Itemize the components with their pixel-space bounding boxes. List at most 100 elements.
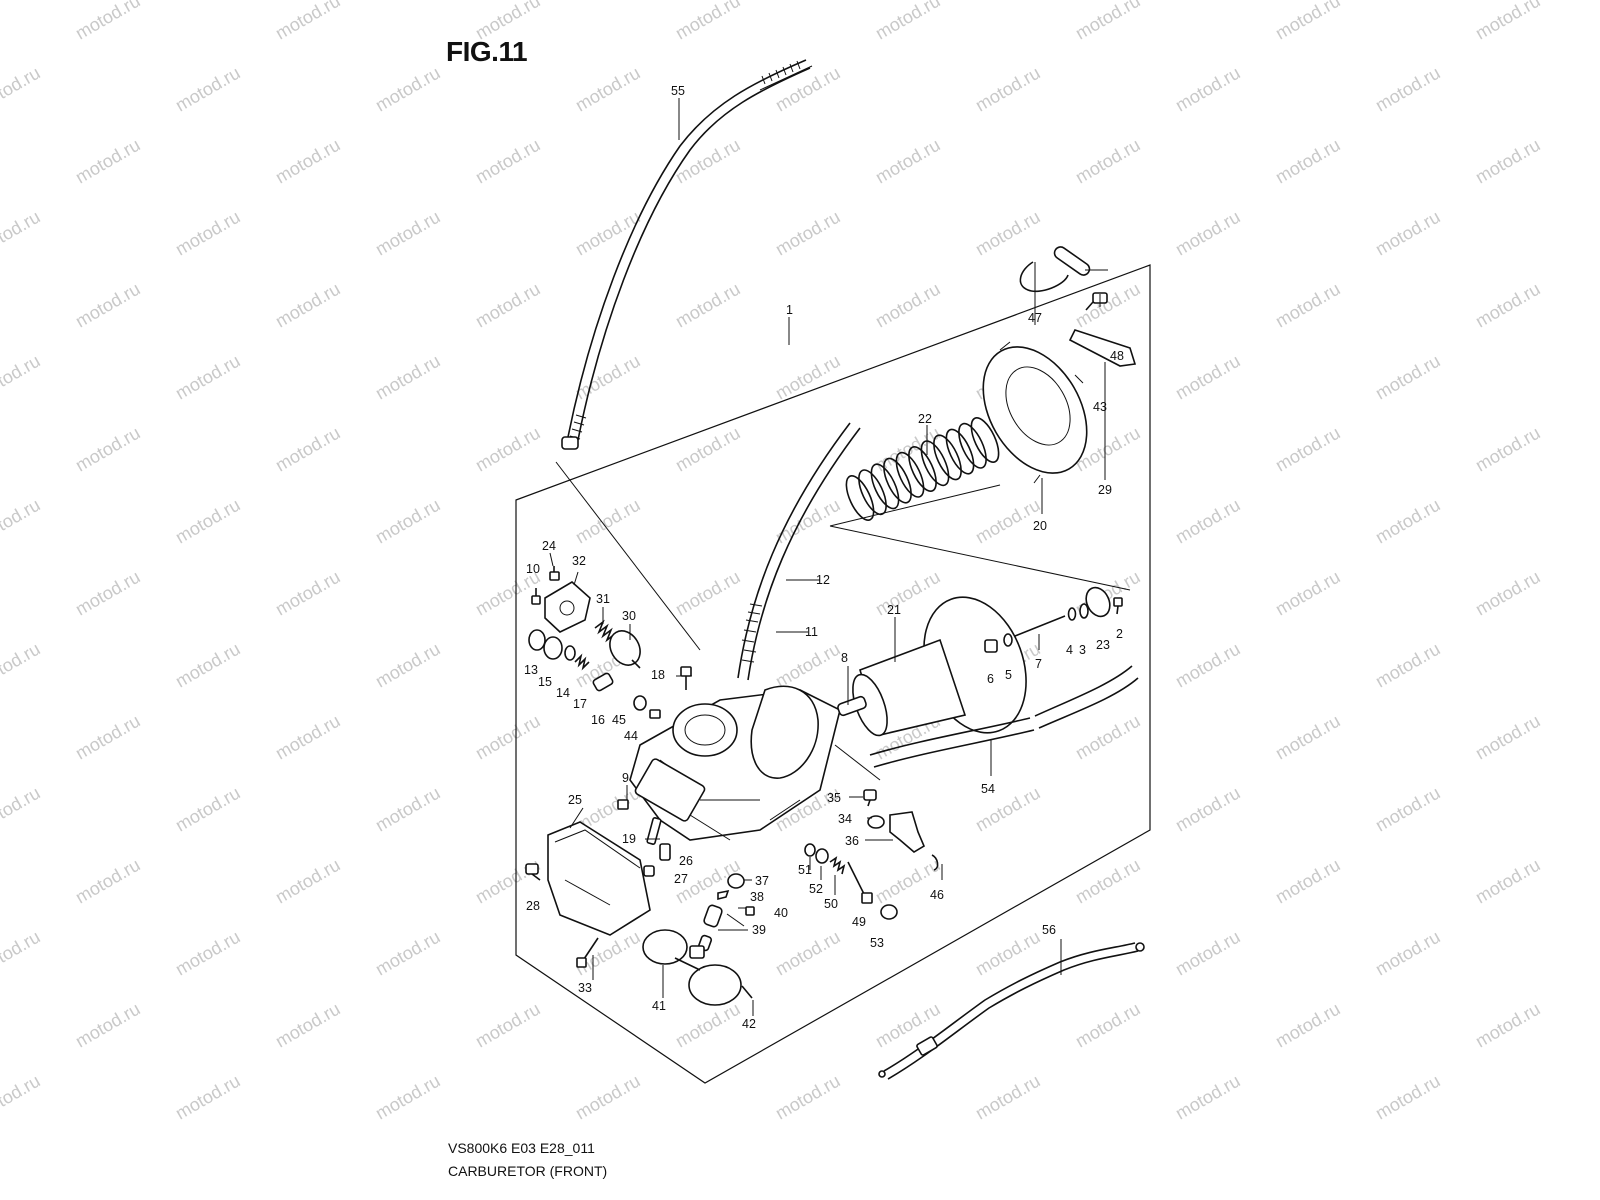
watermark-text: motod.ru <box>572 495 644 548</box>
watermark-text: motod.ru <box>1072 279 1144 332</box>
part-54-hose <box>869 665 1139 768</box>
callout-48: 48 <box>1110 349 1124 363</box>
callout-24: 24 <box>542 539 556 553</box>
watermark-text: motod.ru <box>372 1071 444 1124</box>
part-46-clip <box>931 854 939 871</box>
model-code: VS800K6 E03 E28_011 <box>448 1140 595 1156</box>
watermark-text: motod.ru <box>72 135 144 188</box>
watermark-text: motod.ru <box>872 135 944 188</box>
callout-51: 51 <box>798 863 812 877</box>
part-37-cap <box>727 873 745 889</box>
watermark-text: motod.ru <box>272 423 344 476</box>
watermark-text: motod.ru <box>1272 279 1344 332</box>
watermark-text: motod.ru <box>472 0 544 43</box>
spring-coil <box>958 422 987 469</box>
callout-22: 22 <box>918 412 932 426</box>
watermark-text: motod.ru <box>172 639 244 692</box>
callout-28: 28 <box>526 899 540 913</box>
part-56-lead <box>878 942 1145 1080</box>
watermark-text: motod.ru <box>1272 711 1344 764</box>
part-12-hose <box>737 422 861 681</box>
watermark-text: motod.ru <box>372 927 444 980</box>
watermark-text: motod.ru <box>772 351 844 404</box>
watermark-text: motod.ru <box>472 711 544 764</box>
callout-41: 41 <box>652 999 666 1013</box>
watermark-text: motod.ru <box>1372 783 1444 836</box>
watermark-text: motod.ru <box>272 0 344 43</box>
watermark-text: motod.ru <box>0 63 44 116</box>
callout-46: 46 <box>930 888 944 902</box>
carburetor-body <box>629 685 841 841</box>
watermark-text: motod.ru <box>972 1071 1044 1124</box>
part-42-pin <box>741 985 753 999</box>
watermark-text: motod.ru <box>1372 495 1444 548</box>
spring-coil <box>845 475 875 521</box>
spring-coil <box>858 469 887 516</box>
watermark-text: motod.ru <box>872 279 944 332</box>
watermark-text: motod.ru <box>572 207 644 260</box>
part-55-cable <box>561 59 813 450</box>
assembly-frame <box>515 264 1151 1084</box>
projection-line-spring-bottom <box>829 525 1131 591</box>
watermark-text: motod.ru <box>1072 0 1144 43</box>
part-25-float-chamber <box>547 821 651 936</box>
callout-44: 44 <box>624 729 638 743</box>
watermark-text: motod.ru <box>0 351 44 404</box>
callout-13: 13 <box>524 663 538 677</box>
callout-labels: 55 1 47 48 43 22 29 20 24 32 10 31 30 13… <box>524 84 1124 1031</box>
watermark-text: motod.ru <box>1172 1071 1244 1124</box>
watermark-text: motod.ru <box>72 855 144 908</box>
callout-8: 8 <box>841 651 848 665</box>
watermark-text: motod.ru <box>1372 927 1444 980</box>
watermark-text: motod.ru <box>72 711 144 764</box>
part-6-spring-small <box>984 639 998 653</box>
watermark-text: motod.ru <box>672 423 744 476</box>
watermark-text: motod.ru <box>1072 855 1144 908</box>
part-53-cap <box>880 904 898 920</box>
part-41-float <box>642 929 742 1006</box>
part-2-screw <box>1113 597 1123 615</box>
watermark-text: motod.ru <box>672 999 744 1052</box>
watermark-text: motod.ru <box>772 207 844 260</box>
callout-39: 39 <box>752 923 766 937</box>
watermark-text: motod.ru <box>672 0 744 43</box>
part-47-clip <box>1019 261 1069 293</box>
callout-19: 19 <box>622 832 636 846</box>
part-4-washer <box>1067 607 1077 621</box>
watermark-text: motod.ru <box>472 279 544 332</box>
watermark-text: motod.ru <box>772 495 844 548</box>
watermark-text: motod.ru <box>1272 135 1344 188</box>
callout-37: 37 <box>755 874 769 888</box>
watermark-text: motod.ru <box>1172 927 1244 980</box>
callout-54: 54 <box>981 782 995 796</box>
spring-coil <box>908 446 937 492</box>
callout-33: 33 <box>578 981 592 995</box>
callout-56: 56 <box>1042 923 1056 937</box>
callout-1: 1 <box>786 303 793 317</box>
part-7-jet-needle <box>1014 615 1066 637</box>
watermark-text: motod.ru <box>372 207 444 260</box>
watermark-text: motod.ru <box>972 927 1044 980</box>
callout-16: 16 <box>591 713 605 727</box>
callout-36: 36 <box>845 834 859 848</box>
watermark-text: motod.ru <box>1372 1071 1444 1124</box>
part-52-washer <box>815 848 829 864</box>
part-18-screw <box>680 666 692 690</box>
spring-coil <box>970 417 1000 463</box>
watermark-text: motod.ru <box>1272 999 1344 1052</box>
callout-42: 42 <box>742 1017 756 1031</box>
watermark-text: motod.ru <box>472 423 544 476</box>
part-30-diaphragm <box>609 630 641 669</box>
callout-12: 12 <box>816 573 830 587</box>
watermark-text: motod.ru <box>772 927 844 980</box>
watermark-text: motod.ru <box>772 639 844 692</box>
watermark-text: motod.ru <box>1172 639 1244 692</box>
watermark-text: motod.ru <box>372 351 444 404</box>
projection-line-cable <box>555 461 701 651</box>
watermark-text: motod.ru <box>1272 567 1344 620</box>
watermark-text: motod.ru <box>1172 63 1244 116</box>
watermark-text: motod.ru <box>1072 135 1144 188</box>
part-23-plate <box>1085 586 1111 618</box>
part-32-cover <box>544 581 591 633</box>
callout-26: 26 <box>679 854 693 868</box>
